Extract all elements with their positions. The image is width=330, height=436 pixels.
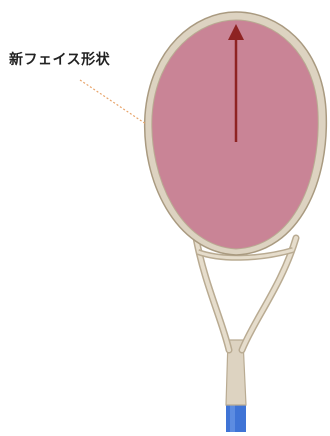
racket-grip-highlight: [230, 402, 235, 432]
racket-grip: [226, 402, 246, 432]
label-leader-line: [79, 79, 147, 125]
face-shape-label: 新フェイス形状: [9, 52, 111, 68]
racket-shaft: [225, 339, 247, 406]
direction-arrow-head: [228, 24, 244, 40]
